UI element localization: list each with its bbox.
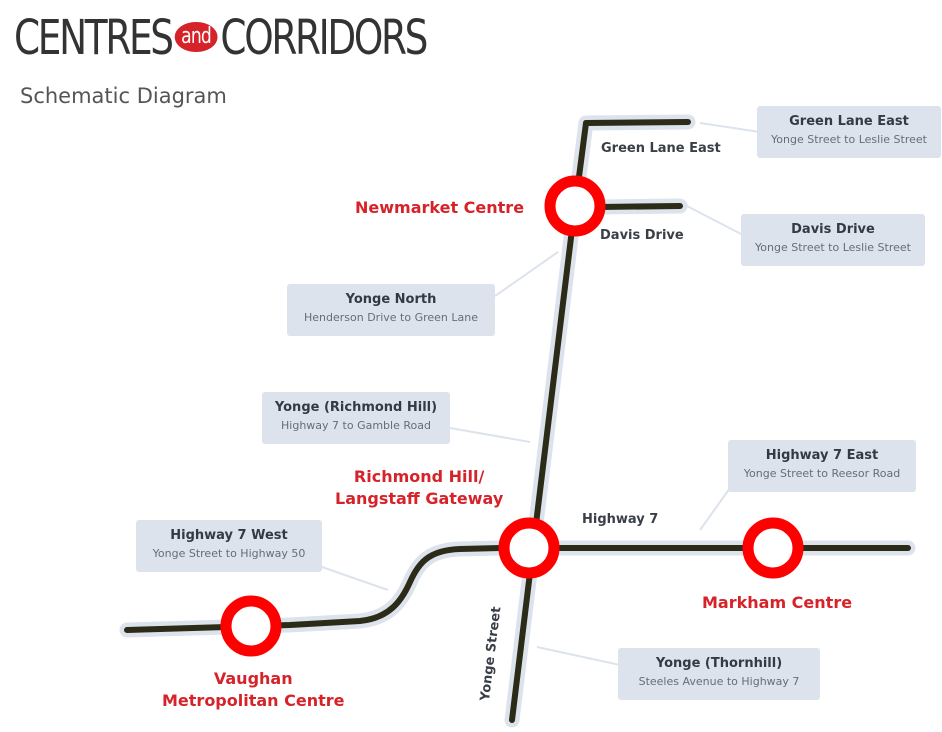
road-highway-7-west — [124, 545, 503, 633]
callout-highway-7-east: Highway 7 East Yonge Street to Reesor Ro… — [728, 440, 916, 492]
road-green-lane-east — [574, 119, 691, 195]
centre-ring-markham — [742, 517, 804, 579]
title-corridors: CORRIDORS — [220, 10, 428, 66]
callout-subtitle: Yonge Street to Reesor Road — [743, 467, 901, 480]
callout-pointers — [321, 122, 761, 666]
centres — [220, 175, 804, 657]
centre-label-vaughan: Vaughan Metropolitan Centre — [162, 668, 345, 712]
pointer-highway-7-west — [321, 566, 389, 591]
pointer-yonge-thornhill — [536, 646, 621, 666]
callout-subtitle: Henderson Drive to Green Lane — [304, 311, 478, 324]
road-label-davis-drive: Davis Drive — [600, 228, 684, 243]
callout-green-lane-east: Green Lane East Yonge Street to Leslie S… — [757, 106, 941, 158]
centre-label-markham: Markham Centre — [702, 593, 853, 612]
pointer-yonge-north — [494, 251, 559, 297]
pointer-highway-7-east — [699, 487, 731, 531]
halo-green-lane — [569, 114, 696, 200]
centre-ring-vaughan — [220, 595, 282, 657]
road-label-highway-7: Highway 7 — [582, 512, 659, 527]
callout-yonge-richmond-hill: Yonge (Richmond Hill) Highway 7 to Gambl… — [262, 392, 450, 444]
callout-subtitle: Highway 7 to Gamble Road — [281, 419, 431, 432]
callout-highway-7-west: Highway 7 West Yonge Street to Highway 5… — [136, 520, 322, 572]
roads — [124, 119, 911, 723]
title-centres: CENTRES — [14, 10, 174, 66]
callout-subtitle: Yonge Street to Leslie Street — [755, 241, 911, 254]
centre-label-line: Metropolitan Centre — [162, 691, 345, 710]
page-subtitle: Schematic Diagram — [20, 84, 227, 108]
callout-subtitle: Yonge Street to Highway 50 — [152, 547, 306, 560]
road-label-green-lane-east: Green Lane East — [601, 141, 721, 156]
centre-label-line: Richmond Hill/ — [353, 467, 485, 486]
callout-davis-drive: Davis Drive Yonge Street to Leslie Stree… — [741, 214, 925, 266]
title-and-badge: and — [174, 22, 218, 52]
callout-yonge-thornhill: Yonge (Thornhill) Steeles Avenue to High… — [618, 648, 820, 700]
road-davis-drive — [597, 203, 683, 210]
callout-title: Davis Drive — [791, 222, 875, 237]
callout-title: Yonge (Richmond Hill) — [274, 400, 438, 415]
centre-label-richmond-hill: Richmond Hill/ Langstaff Gateway — [335, 466, 503, 510]
pointer-davis-drive — [682, 203, 746, 237]
callout-title: Highway 7 East — [765, 448, 879, 463]
centre-label-newmarket: Newmarket Centre — [355, 198, 525, 217]
callout-yonge-north: Yonge North Henderson Drive to Green Lan… — [287, 284, 495, 336]
pointer-green-lane-east — [699, 122, 761, 133]
road-yonge-street — [509, 202, 578, 723]
centre-ring-newmarket — [544, 175, 606, 237]
centre-label-line: Langstaff Gateway — [335, 489, 504, 508]
centre-label-line: Vaughan — [213, 669, 293, 688]
centre-ring-richmond-hill — [498, 517, 560, 579]
callout-title: Yonge (Thornhill) — [655, 656, 783, 671]
callout-title: Highway 7 West — [170, 528, 288, 543]
callout-title: Yonge North — [345, 292, 437, 307]
pointer-yonge-richmond-hill — [449, 427, 531, 443]
callout-subtitle: Yonge Street to Leslie Street — [771, 133, 927, 146]
callout-title: Green Lane East — [789, 114, 909, 129]
callout-subtitle: Steeles Avenue to Highway 7 — [638, 675, 800, 688]
